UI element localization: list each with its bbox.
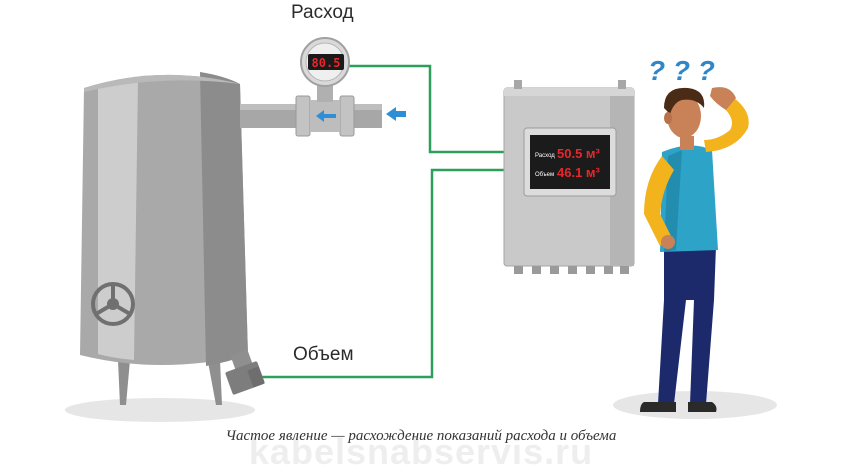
volume-label: Объем (293, 344, 354, 365)
flow-label: Расход (291, 2, 354, 23)
controller-row2-label: Объем (535, 172, 554, 178)
tank-highlight (98, 78, 138, 360)
tank-shadow (65, 398, 255, 422)
flowmeter-display (308, 54, 344, 70)
person-head (667, 94, 701, 138)
person-hand-right (710, 87, 736, 110)
controller-display (530, 135, 610, 189)
tank-shade (200, 72, 248, 366)
person-hand-left (661, 235, 675, 249)
cabinet-connectors (514, 266, 629, 274)
person-arm-right (704, 98, 749, 152)
valve-wheel-icon (91, 282, 135, 326)
flow-arrow-icon (386, 107, 406, 121)
question-mark-icon: ? ? ? (648, 55, 715, 86)
controller-cabinet: Расход 50.5 м³ Объем 46.1 м³ (503, 80, 635, 274)
confused-person: ? ? ? (640, 55, 749, 412)
tank (80, 72, 265, 405)
volume-wire (258, 168, 504, 379)
flowmeter-flange-right (339, 95, 355, 137)
person-shoe-right (688, 402, 717, 412)
controller-row1-label: Расход (535, 153, 555, 159)
watermark: kabelsnabservis.ru (248, 431, 594, 472)
signal-wires (258, 64, 504, 379)
tank-top (84, 74, 240, 92)
controller-row2-value: 46.1 м³ (557, 165, 601, 180)
flowmeter-reading: 80.5 (312, 56, 341, 70)
tank-leg-right (208, 360, 222, 405)
flowmeter-flange-left (295, 95, 311, 137)
flow-wire (348, 64, 504, 154)
person-pants (658, 246, 716, 404)
flowmeter-head: 80.5 (300, 37, 350, 87)
person-hair (664, 87, 705, 114)
flow-arrow-icon (316, 110, 336, 122)
controller-row1-value: 50.5 м³ (557, 146, 601, 161)
pipe (240, 80, 406, 137)
person-shoe-left (640, 402, 676, 412)
person-arm-left (644, 156, 674, 246)
volume-sensor (225, 349, 265, 395)
caption: Частое явление — расхождение показаний р… (225, 428, 617, 444)
tank-leg-left (118, 360, 130, 405)
